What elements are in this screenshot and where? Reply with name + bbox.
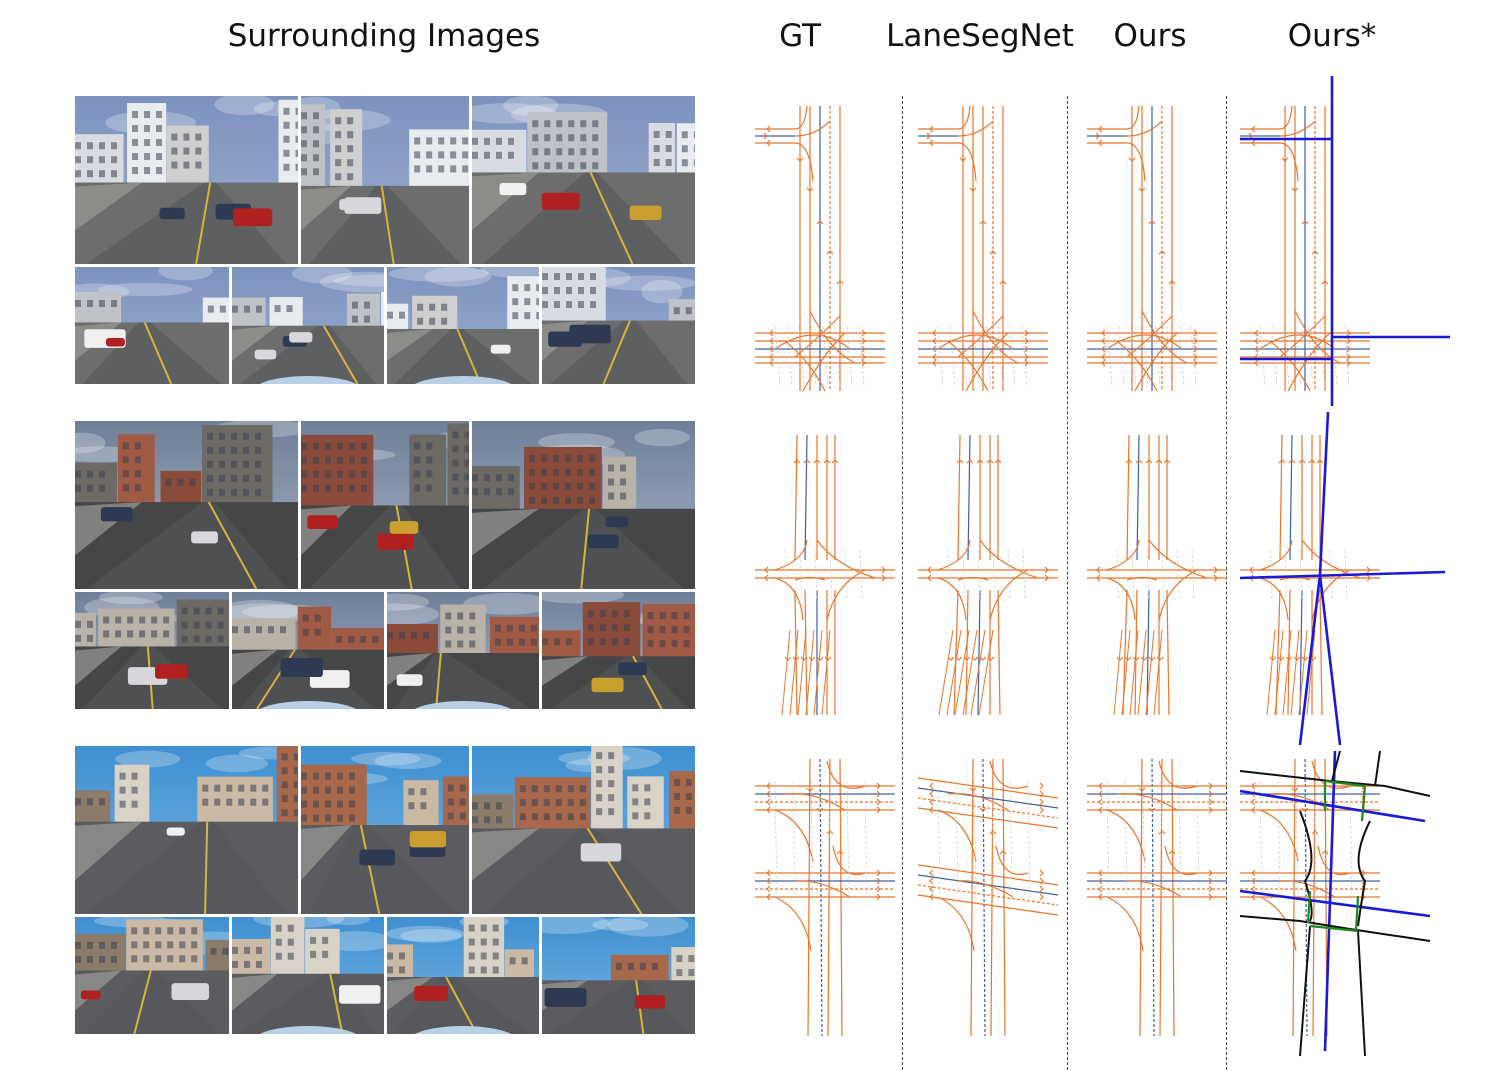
lane-map-ours <box>1087 746 1297 1066</box>
header-surrounding-images: Surrounding Images <box>227 18 541 54</box>
lane-map-gt <box>755 96 965 416</box>
lane-map-ours-star <box>1240 76 1450 416</box>
camera-view <box>232 267 384 384</box>
camera-view <box>472 746 695 914</box>
column-divider <box>1067 96 1068 1070</box>
lane-map-lanesegnet <box>918 425 1128 745</box>
camera-view <box>542 267 695 384</box>
lane-map-gt <box>755 425 965 745</box>
lane-map-gt <box>755 746 965 1066</box>
lane-map-ours <box>1087 96 1297 416</box>
header-ours-star: Ours* <box>1287 18 1377 54</box>
camera-view <box>75 917 229 1034</box>
lane-map-ours-star <box>1239 411 1450 746</box>
camera-view <box>301 421 469 589</box>
camera-view <box>75 421 298 589</box>
lane-map-lanesegnet <box>917 746 1128 1066</box>
camera-view <box>75 746 298 914</box>
lane-map-ours <box>1087 425 1297 745</box>
camera-view <box>75 592 229 709</box>
header-gt: GT <box>779 18 821 54</box>
camera-view <box>75 96 298 264</box>
camera-view <box>232 592 384 709</box>
lane-map-lanesegnet <box>918 96 1128 416</box>
camera-view <box>301 96 469 264</box>
camera-view <box>542 917 695 1034</box>
camera-view <box>387 592 539 709</box>
lane-map-ours-star <box>1239 746 1450 1066</box>
header-lanesegnet: LaneSegNet <box>886 18 1074 54</box>
camera-view <box>387 267 539 384</box>
camera-view <box>75 267 229 384</box>
camera-view <box>301 746 469 914</box>
camera-view <box>387 917 539 1034</box>
camera-view <box>472 96 695 264</box>
camera-view <box>232 917 384 1034</box>
column-divider <box>1226 96 1227 1070</box>
column-divider <box>902 96 903 1070</box>
header-ours: Ours <box>1113 18 1187 54</box>
camera-view <box>542 592 695 709</box>
camera-view <box>472 421 695 589</box>
